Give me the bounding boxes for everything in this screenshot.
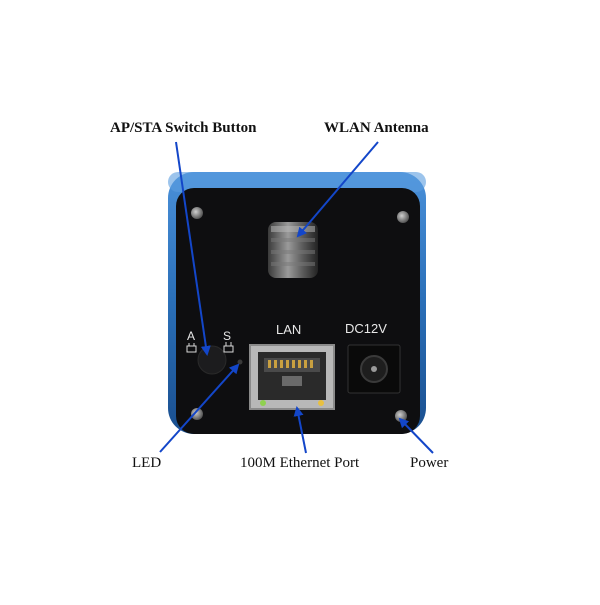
mode-s-label: S [223,329,231,343]
ap-sta-switch-button [197,345,227,375]
dc12v-label: DC12V [345,321,387,336]
mode-a-label: A [187,329,195,343]
arrow-led [159,363,240,453]
callout-ap-sta-switch: AP/STA Switch Button [110,120,257,136]
led-indicator [237,359,243,365]
power-jack [347,344,401,394]
screw-top-right [397,211,409,223]
arrow-power [398,417,434,454]
callout-led: LED [132,455,162,471]
screw-bottom-left [191,408,203,420]
arrow-wlan-antenna [296,141,379,238]
arrow-ap-sta [175,141,211,356]
mode-s-icon [223,342,234,353]
callout-power: Power [410,455,449,471]
callout-wlan-antenna: WLAN Antenna [324,120,429,136]
screw-top-left [191,207,203,219]
mode-a-icon [186,343,197,353]
callout-ethernet-port: 100M Ethernet Port [240,455,360,471]
lan-label: LAN [276,322,301,337]
arrow-ethernet [293,406,307,454]
ethernet-port [249,344,335,410]
wlan-antenna [268,222,318,278]
